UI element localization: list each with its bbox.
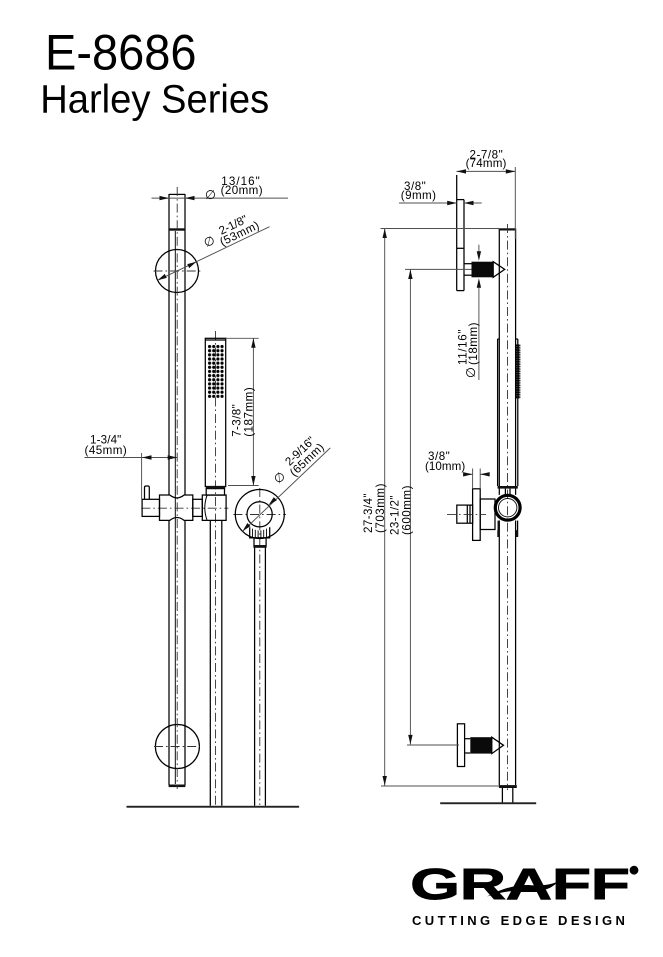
svg-text:11/16": 11/16": [456, 330, 469, 366]
svg-text:(9mm): (9mm): [401, 189, 436, 202]
svg-text:(74mm): (74mm): [466, 157, 507, 170]
svg-text:∅: ∅: [464, 367, 478, 378]
svg-text:2-7/8": 2-7/8": [470, 149, 503, 162]
svg-text:(703mm): (703mm): [374, 483, 387, 533]
svg-text:E-8686: E-8686: [45, 25, 197, 81]
svg-text:∅: ∅: [205, 188, 216, 202]
svg-text:(20mm): (20mm): [221, 184, 263, 197]
svg-text:GRAFF: GRAFF: [410, 859, 630, 909]
svg-text:(600mm): (600mm): [400, 485, 413, 535]
svg-text:(10mm): (10mm): [425, 460, 465, 473]
svg-text:27-3/4": 27-3/4": [362, 494, 375, 534]
svg-text:CUTTING EDGE DESIGN: CUTTING EDGE DESIGN: [412, 913, 628, 928]
svg-text:(187mm): (187mm): [242, 387, 255, 437]
svg-text:13/16": 13/16": [221, 175, 259, 188]
svg-text:3/8": 3/8": [428, 450, 450, 463]
svg-text:3/8": 3/8": [404, 180, 426, 193]
svg-text:(45mm): (45mm): [85, 444, 127, 457]
svg-text:23-1/2": 23-1/2": [389, 496, 402, 536]
svg-text:7-3/8": 7-3/8": [231, 404, 244, 437]
svg-text:Harley Series: Harley Series: [40, 78, 269, 122]
svg-text:1-3/4": 1-3/4": [90, 433, 121, 446]
svg-text:(18mm): (18mm): [467, 322, 480, 365]
svg-text:R: R: [632, 868, 637, 875]
